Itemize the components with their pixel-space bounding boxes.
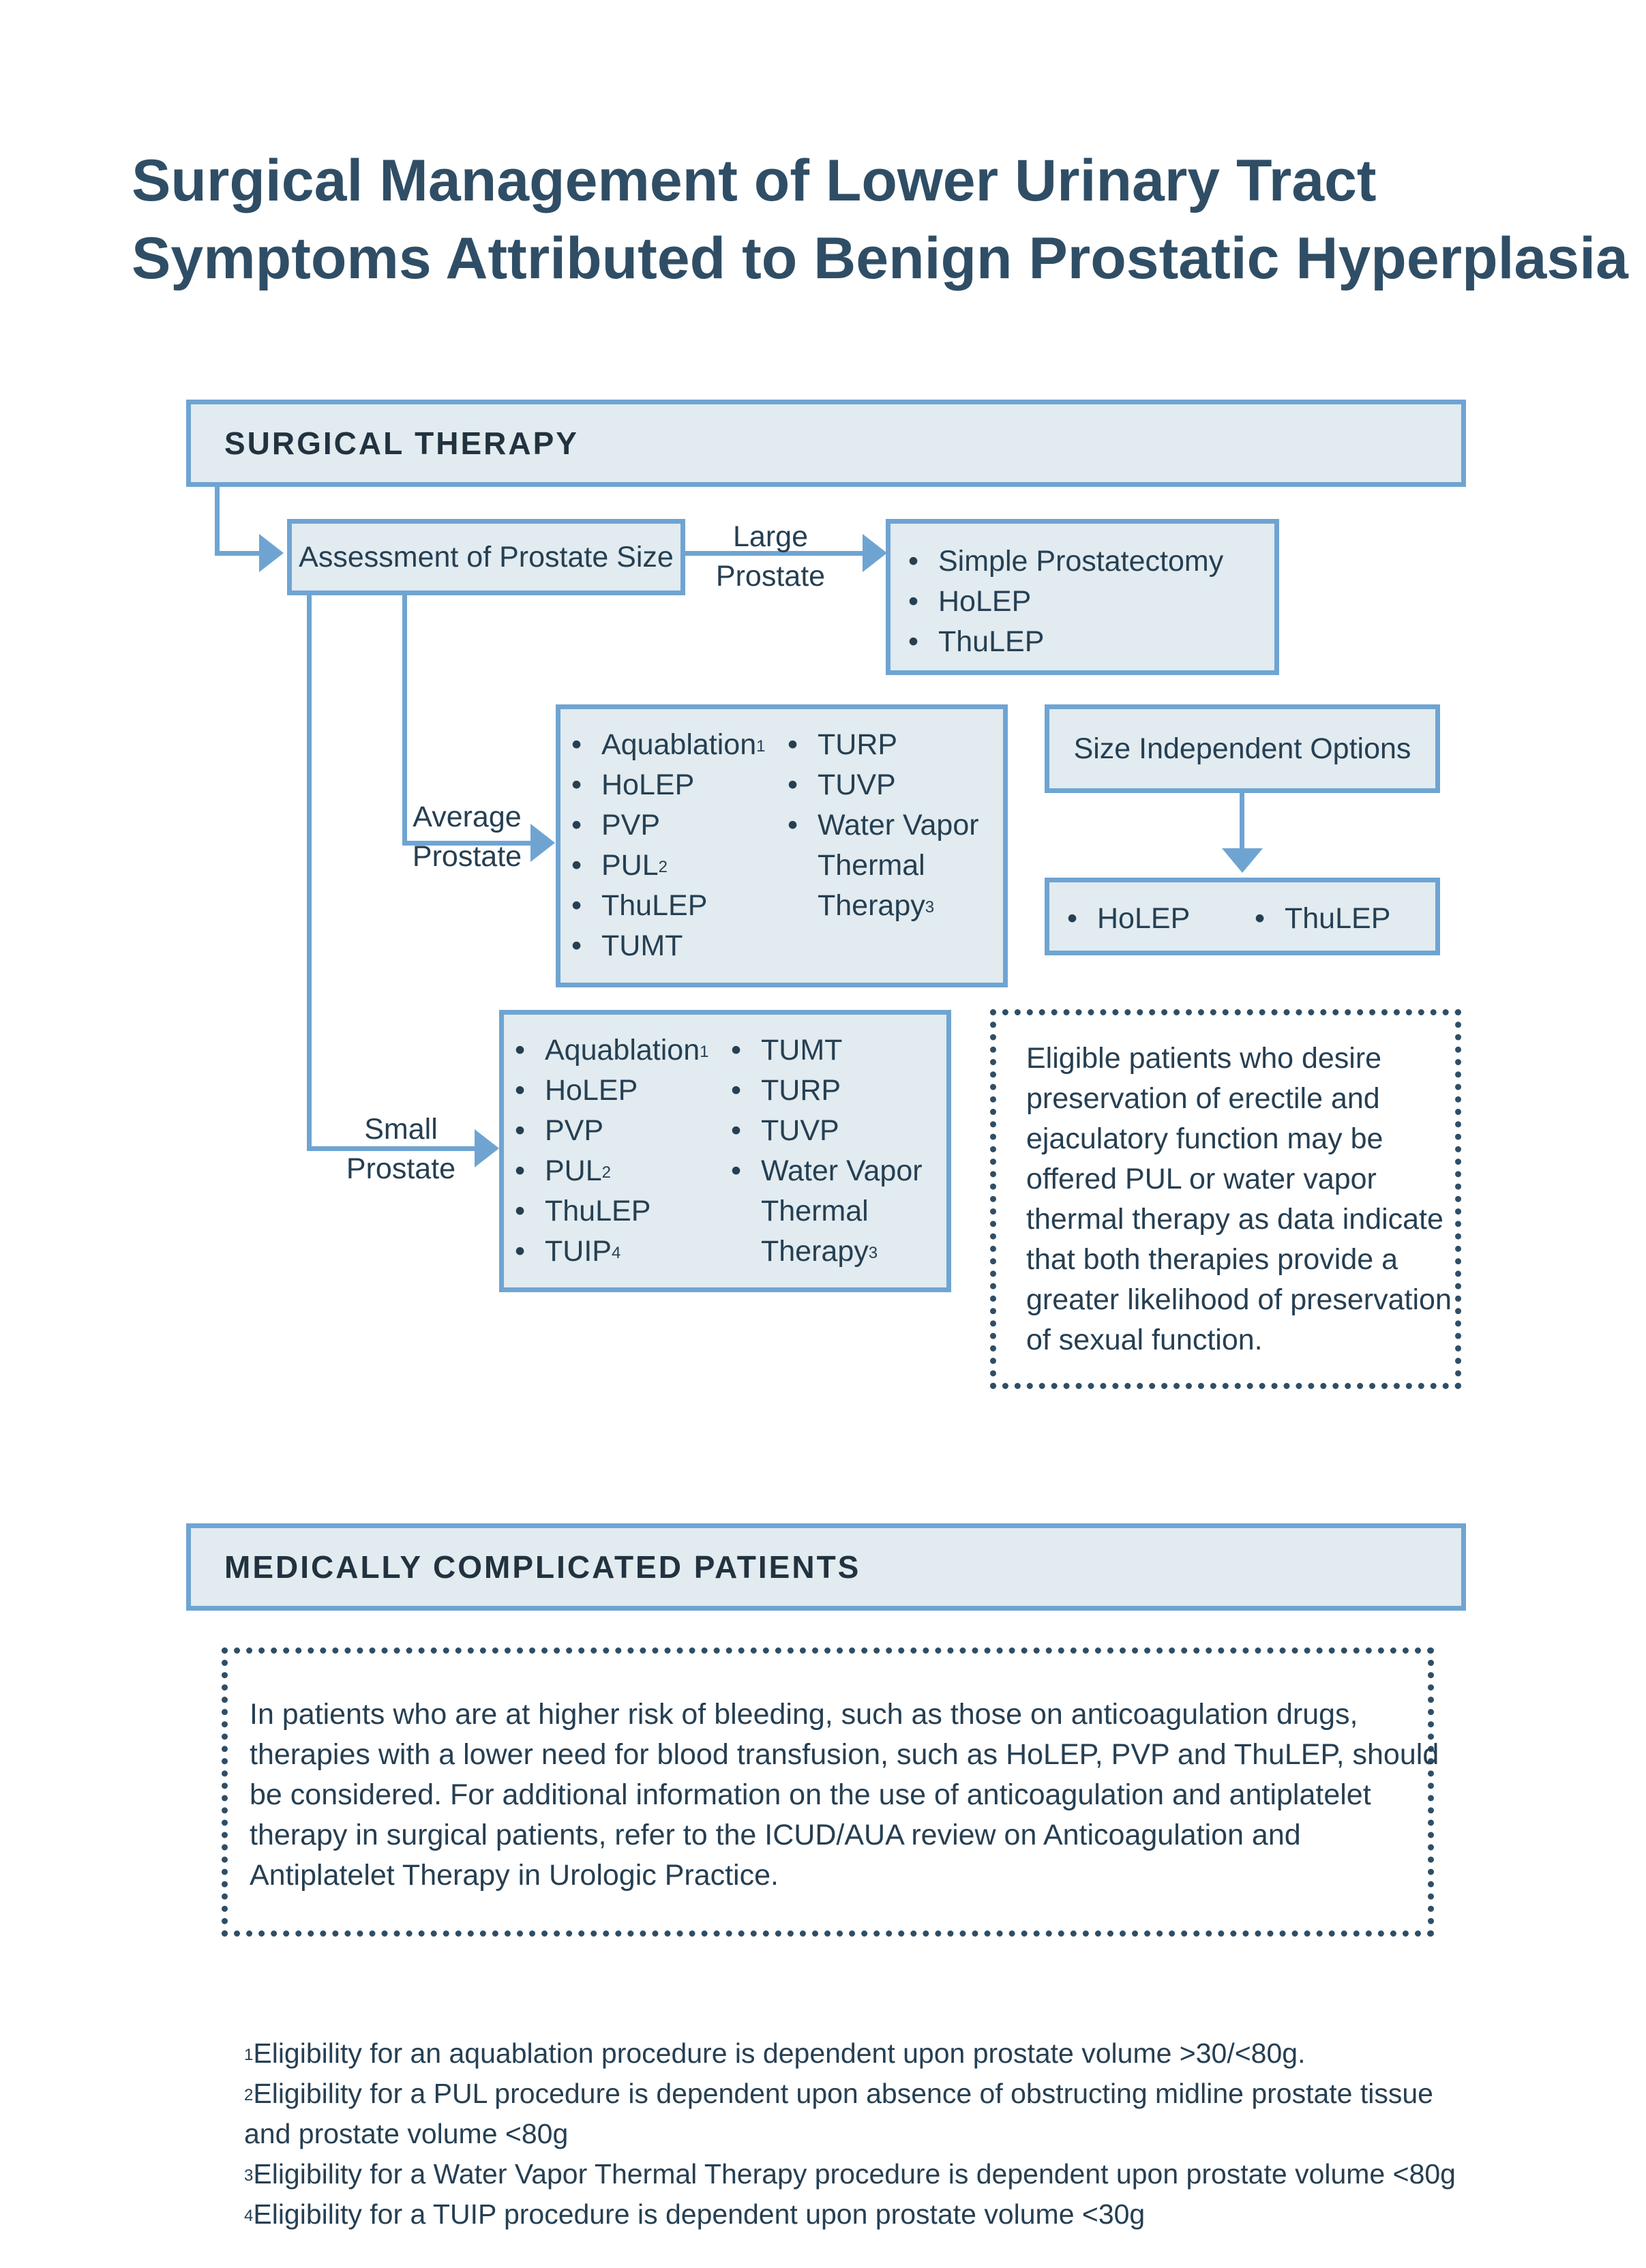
large-options-list: Simple Prostatectomy HoLEP ThuLEP (904, 541, 1223, 662)
list-item: Water Vapor (783, 805, 979, 846)
size-independent-options-right: ThuLEP (1251, 899, 1390, 939)
footnote-marker: 3 (868, 1244, 878, 1262)
list-item: TURP (727, 1071, 923, 1111)
list-item: Therapy3 (818, 889, 935, 922)
list-item: ThuLEP (1251, 899, 1390, 939)
list-item: TUMT (727, 1030, 923, 1071)
text-line: be considered. For additional informatio… (250, 1778, 1371, 1811)
text-line: ejaculatory function may be (1026, 1122, 1383, 1155)
footnote-marker: 4 (611, 1244, 621, 1262)
small-options-box: Aquablation1HoLEPPVPPUL2ThuLEPTUIP4 TUMT… (499, 1010, 951, 1292)
list-item: Aquablation1 (567, 725, 766, 765)
large-options-box: Simple Prostatectomy HoLEP ThuLEP (886, 519, 1279, 675)
list-item: Water Vapor (727, 1151, 923, 1191)
list-item: HoLEP (904, 582, 1223, 622)
text-line: Antiplatelet Therapy in Urologic Practic… (250, 1859, 779, 1892)
footnote-marker: 3 (925, 898, 935, 916)
list-item: Simple Prostatectomy (904, 541, 1223, 582)
text-line: of sexual function. (1026, 1324, 1263, 1356)
footnote: 2Eligibility for a PUL procedure is depe… (244, 2078, 1433, 2109)
list-item: ThuLEP (511, 1191, 709, 1232)
list-item: HoLEP (511, 1071, 709, 1111)
connector-average-down (402, 595, 407, 846)
list-item: Aquablation1 (511, 1030, 709, 1071)
size-independent-options-box: HoLEP ThuLEP (1045, 878, 1440, 955)
list-item: PUL2 (567, 846, 766, 886)
surgical-therapy-header-label: SURGICAL THERAPY (224, 426, 579, 461)
text-line: In patients who are at higher risk of bl… (250, 1698, 1358, 1731)
arrow-to-average-options (530, 824, 555, 862)
title-line-1: Surgical Management of Lower Urinary Tra… (132, 148, 1377, 213)
list-item: Thermal (761, 1195, 869, 1227)
footnote: 4Eligibility for a TUIP procedure is dep… (244, 2198, 1146, 2230)
list-item: TUIP4 (511, 1232, 709, 1272)
average-prostate-label: Average Prostate (412, 801, 522, 873)
list-item: TUVP (783, 765, 979, 805)
average-options-col1: Aquablation1HoLEPPVPPUL2ThuLEPTUMT (567, 725, 766, 966)
footnote: 1Eligibility for an aquablation procedur… (244, 2038, 1306, 2069)
footnote: and prostate volume <80g (244, 2118, 569, 2149)
arrow-to-size-independent-options (1222, 848, 1263, 873)
arrow-to-small-options (475, 1129, 499, 1167)
connector-small-down (307, 595, 312, 1151)
arrow-to-large-options (863, 534, 887, 572)
list-item: PUL2 (511, 1151, 709, 1191)
size-independent-options-left: HoLEP (1063, 899, 1190, 939)
connector-size-independent (1240, 793, 1244, 850)
small-options-col1: Aquablation1HoLEPPVPPUL2ThuLEPTUIP4 (511, 1030, 709, 1272)
large-prostate-label: Large Prostate (715, 520, 826, 593)
small-prostate-label: Small Prostate (346, 1113, 456, 1185)
text-line: Eligible patients who desire (1026, 1042, 1382, 1075)
connector-small-right (307, 1146, 476, 1151)
eligible-patients-note: Eligible patients who desire preservation… (990, 1009, 1461, 1389)
average-options-box: Aquablation1HoLEPPVPPUL2ThuLEPTUMT TURPT… (556, 704, 1008, 987)
list-item: Thermal (818, 849, 925, 882)
footnote-marker: 1 (700, 1043, 709, 1061)
list-item: PVP (567, 805, 766, 846)
footnote-marker: 2 (658, 858, 668, 876)
list-item: Therapy3 (761, 1235, 878, 1268)
connector-average-right (402, 841, 532, 846)
text-line: preservation of erectile and (1026, 1082, 1380, 1115)
text-line: greater likelihood of preservation (1026, 1283, 1452, 1316)
list-item: TUMT (567, 926, 766, 966)
footnotes: 1Eligibility for an aquablation procedur… (244, 2033, 1456, 2235)
connector-large (685, 551, 864, 556)
footnote: 3Eligibility for a Water Vapor Thermal T… (244, 2158, 1456, 2190)
assessment-label: Assessment of Prostate Size (299, 540, 674, 573)
list-item: TUVP (727, 1111, 923, 1151)
size-independent-box: Size Independent Options (1045, 704, 1440, 793)
connector-band-down (215, 487, 220, 556)
medically-complicated-header: MEDICALLY COMPLICATED PATIENTS (186, 1523, 1466, 1611)
text-line: that both therapies provide a (1026, 1243, 1398, 1276)
medically-complicated-note: In patients who are at higher risk of bl… (222, 1647, 1439, 1937)
text-line: therapy in surgical patients, refer to t… (250, 1819, 1301, 1851)
list-item: TURP (783, 725, 979, 765)
text-line: offered PUL or water vapor (1026, 1163, 1377, 1195)
size-independent-label: Size Independent Options (1073, 732, 1411, 765)
text-line: therapies with a lower need for blood tr… (250, 1738, 1439, 1771)
surgical-therapy-header: SURGICAL THERAPY (186, 400, 1466, 487)
list-item: PVP (511, 1111, 709, 1151)
list-item: HoLEP (567, 765, 766, 805)
list-item: ThuLEP (904, 622, 1223, 662)
medically-complicated-header-label: MEDICALLY COMPLICATED PATIENTS (224, 1549, 861, 1585)
footnote-marker: 2 (601, 1163, 612, 1182)
connector-band-right (215, 551, 260, 556)
text-line: thermal therapy as data indicate (1026, 1203, 1443, 1236)
list-item: ThuLEP (567, 886, 766, 926)
list-item: HoLEP (1063, 899, 1190, 939)
assessment-box: Assessment of Prostate Size (287, 519, 685, 595)
footnote-marker: 1 (756, 737, 766, 756)
title-line-2: Symptoms Attributed to Benign Prostatic … (132, 226, 1628, 291)
page-title: Surgical Management of Lower Urinary Tra… (132, 142, 1628, 297)
arrow-to-assessment (259, 534, 284, 572)
